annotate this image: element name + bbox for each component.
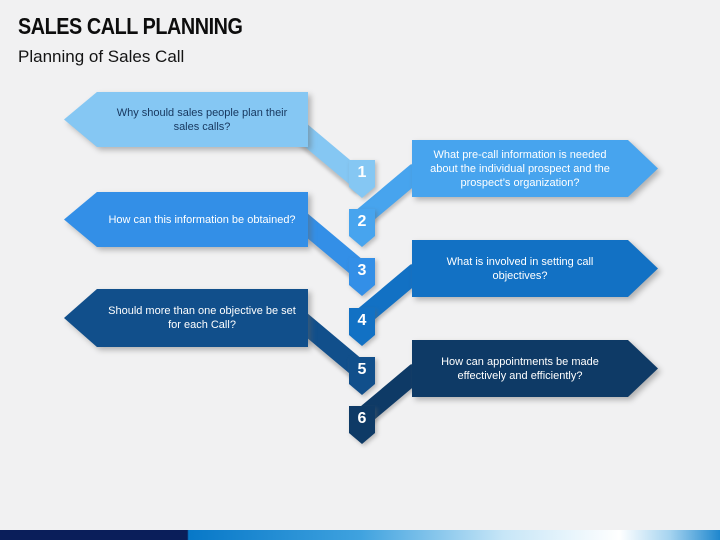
question-banner-1: Why should sales people plan their sales… (64, 92, 308, 147)
question-banner-3: How can this information be obtained? (64, 192, 308, 247)
question-banner-text: Should more than one objective be set fo… (64, 289, 308, 347)
step-number: 2 (357, 213, 367, 230)
question-banner-5: Should more than one objective be set fo… (64, 289, 308, 347)
question-banner-text: What is involved in setting call objecti… (412, 240, 658, 297)
question-banner-6: How can appointments be made effectively… (412, 340, 658, 397)
question-banner-2: What pre-call information is needed abou… (412, 140, 658, 197)
step-number: 1 (357, 164, 367, 181)
step-marker-shape: 3 (349, 258, 375, 296)
slide-subtitle: Planning of Sales Call (18, 47, 185, 66)
step-marker-6: 6 (349, 406, 375, 444)
question-banner-text: What pre-call information is needed abou… (412, 140, 658, 197)
step-number: 3 (357, 262, 367, 279)
step-marker-2: 2 (349, 209, 375, 247)
step-marker-5: 5 (349, 357, 375, 395)
step-marker-shape: 2 (349, 209, 375, 247)
step-number: 5 (357, 361, 367, 378)
step-number: 6 (357, 410, 367, 427)
step-marker-4: 4 (349, 308, 375, 346)
question-banner-text: Why should sales people plan their sales… (64, 92, 308, 147)
step-number: 4 (357, 312, 367, 329)
step-marker-shape: 6 (349, 406, 375, 444)
step-marker-shape: 1 (349, 160, 375, 198)
slide-title: SALES CALL PLANNING (18, 13, 243, 39)
step-marker-shape: 4 (349, 308, 375, 346)
question-banner-4: What is involved in setting call objecti… (412, 240, 658, 297)
step-marker-shape: 5 (349, 357, 375, 395)
question-banner-text: How can appointments be made effectively… (412, 340, 658, 397)
question-banner-text: How can this information be obtained? (64, 192, 308, 247)
step-marker-1: 1 (349, 160, 375, 198)
bottom-accent-bar (0, 530, 720, 540)
step-marker-3: 3 (349, 258, 375, 296)
